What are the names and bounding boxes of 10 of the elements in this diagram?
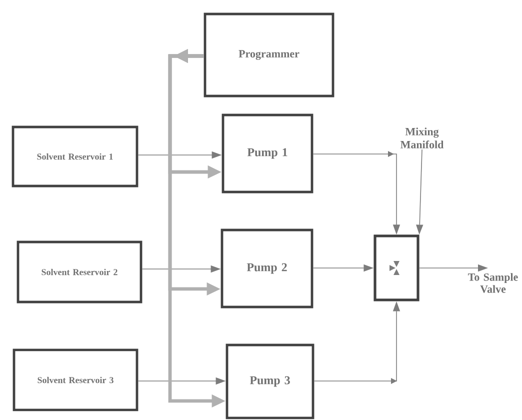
mixing-manifold-box — [374, 234, 420, 302]
process-box: Pump 2 — [220, 228, 314, 308]
process-box: Solvent Reservoir 2 — [16, 240, 142, 304]
process-box: Programmer — [204, 12, 334, 98]
process-box: Solvent Reservoir 3 — [12, 348, 138, 412]
process-box: Solvent Reservoir 1 — [12, 126, 138, 188]
process-box: Pump 1 — [222, 114, 314, 194]
annotation-text: Mixing Manifold — [400, 128, 444, 148]
edge-label: To Sample Valve — [468, 273, 518, 293]
process-box: Pump 3 — [226, 344, 314, 420]
